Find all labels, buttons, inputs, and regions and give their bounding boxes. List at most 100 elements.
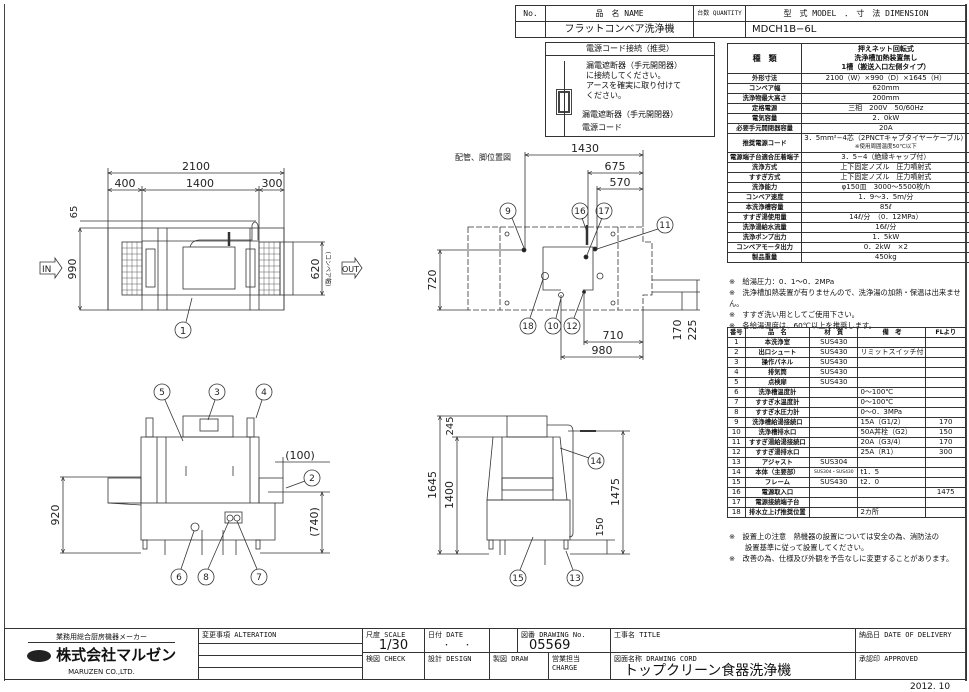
plan-view-title: 配管、脚位置図: [455, 152, 511, 162]
balloon-12: 12: [566, 322, 577, 332]
dim-1430: 1430: [571, 142, 599, 155]
title-label: 工事名 TITLE: [614, 631, 661, 639]
power-cord-box: 電源コード接続（推奨） 漏電遮断器（手元開閉器） に接続してください。 アースを…: [545, 42, 715, 137]
balloon-11: 11: [659, 221, 670, 231]
dim-980: 980: [592, 344, 613, 357]
delivery-date-field: 納品日 DATE OF DELIVERY: [855, 628, 967, 653]
parts-cell: [809, 507, 859, 518]
balloon-9: 9: [505, 207, 511, 217]
conveyor-width-label: (コンベア幅): [324, 252, 332, 287]
balloon-1: 1: [180, 326, 186, 337]
design-label: 設計 DESIGN: [428, 655, 472, 663]
dim-170: 170: [671, 320, 684, 341]
design-field: 設計 DESIGN: [424, 652, 490, 680]
spec-note: ※ 洗浄槽加熱装置が有りませんので、洗浄湯の加熱・保温は出来ません。: [729, 288, 961, 308]
dim-1475: 1475: [609, 478, 622, 506]
approved-field: 承認印 APPROVED: [855, 652, 967, 680]
breaker-label: 漏電遮断器（手元開閉器）: [582, 110, 678, 119]
spec-value-note: ※使用周囲温度50℃以下: [854, 144, 917, 150]
type-label: 種 類: [726, 43, 803, 74]
balloon-6: 6: [176, 573, 182, 583]
dim-720: 720: [426, 270, 439, 291]
dim-740: (740): [308, 507, 321, 537]
logo-icon: [26, 649, 51, 662]
dim-65: 65: [69, 206, 80, 219]
instruction-line: 漏電遮断器（手元開閉器）: [586, 61, 682, 70]
balloon-15: 15: [512, 574, 523, 584]
dim-225: 225: [686, 320, 699, 341]
front-view: 920 (740) (100) 5 3 4 2 6 8 7: [49, 383, 330, 586]
balloon-10: 10: [547, 322, 559, 332]
dim-990: 990: [66, 259, 79, 280]
dim-100: (100): [285, 449, 315, 462]
cord-line: [564, 61, 565, 137]
balloon-7: 7: [256, 573, 262, 583]
side-view: 1645 1400 245 1475 150 14 15 13: [426, 416, 630, 587]
balloon-18: 18: [522, 322, 534, 332]
in-label: IN: [42, 265, 51, 275]
check-label: 検図 CHECK: [366, 655, 406, 663]
dim-710: 710: [603, 329, 624, 342]
spec-note: ※ 各給湯温度は、60℃以上を推奨します。: [729, 321, 876, 330]
spec-label: 製品重量: [726, 252, 803, 263]
spec-notes: ※ 給湯圧力：0．1〜0．2MPa ※ 洗浄槽加熱装置が有りませんので、洗浄湯の加…: [729, 276, 969, 331]
parts-note: ※ 改善の為、仕様及び外観を予告なしに変更することがあります。: [729, 554, 954, 563]
instruction-line: に接続してください。: [586, 71, 666, 80]
title-field: 工事名 TITLE: [610, 628, 856, 653]
parts-cell: [925, 507, 966, 518]
date-stamp: 2012. 10: [910, 682, 951, 692]
check-field: 検図 CHECK: [362, 652, 425, 680]
scale-label: 尺度 SCALE: [366, 631, 406, 639]
charge-field: 営業担当 CHARGE: [548, 652, 611, 680]
date-field: 日付 DATE・ ・: [424, 628, 490, 653]
dim-1645: 1645: [426, 471, 439, 499]
drawing-cord-label: 図面名称 DRAWING CORD: [614, 655, 697, 663]
spec-note: ※ 給湯圧力：0．1〜0．2MPa: [729, 277, 835, 286]
balloon-3: 3: [214, 388, 220, 398]
dim-675: 675: [605, 160, 626, 173]
balloon-16: 16: [574, 207, 586, 217]
dim-620: 620: [309, 259, 322, 280]
company-name-jp: 株式会社マルゼン: [56, 646, 177, 664]
delivery-label: 納品日 DATE OF DELIVERY: [859, 631, 952, 639]
company-logo: 株式会社マルゼン: [8, 644, 195, 665]
blank-cell: [489, 628, 518, 653]
alteration-label: 変更事項 ALTERATION: [202, 631, 277, 639]
dim-300: 300: [262, 177, 283, 190]
balloon-2: 2: [309, 474, 315, 484]
top-view: 2100 400 1400 300 65 990 620 (コンベア幅) IN …: [39, 160, 363, 339]
instruction-line: ください。: [586, 91, 626, 100]
drawing-name: トップクリーン食器洗浄機: [624, 663, 792, 679]
maker-tagline: 業務用総合厨房機器メーカー: [28, 632, 175, 643]
plan-view: 配管、脚位置図 1430 675 570 720 710 980 170 225…: [426, 142, 700, 360]
balloon-13: 13: [569, 574, 580, 584]
power-cord-title: 電源コード接続（推奨）: [546, 43, 714, 56]
drawing-frame: [4, 4, 967, 681]
parts-note: ※ 設置上の注意 熱機器の設置については安全の為、消防法の: [729, 532, 940, 541]
company-name-en: MARUZEN CO.,LTD.: [68, 668, 135, 676]
spec-note: ※ すすぎ洗い用としてご使用下さい。: [729, 310, 859, 319]
balloon-8: 8: [203, 573, 209, 583]
dim-2100: 2100: [182, 160, 210, 173]
charge-label: 営業担当 CHARGE: [552, 655, 580, 672]
dim-570: 570: [610, 176, 631, 189]
dim-150: 150: [595, 517, 606, 536]
balloon-5: 5: [159, 388, 165, 398]
date-value: ・ ・: [443, 641, 471, 649]
drawing-no-value: 05569: [529, 638, 571, 653]
draw-label: 製図 DRAW: [493, 655, 529, 663]
dim-1400: 1400: [186, 177, 214, 190]
header-table: No. 品 名 NAME 台数 QUANTITY 型 式 MODEL ． 寸 法…: [515, 5, 967, 38]
balloon-4: 4: [261, 388, 267, 398]
